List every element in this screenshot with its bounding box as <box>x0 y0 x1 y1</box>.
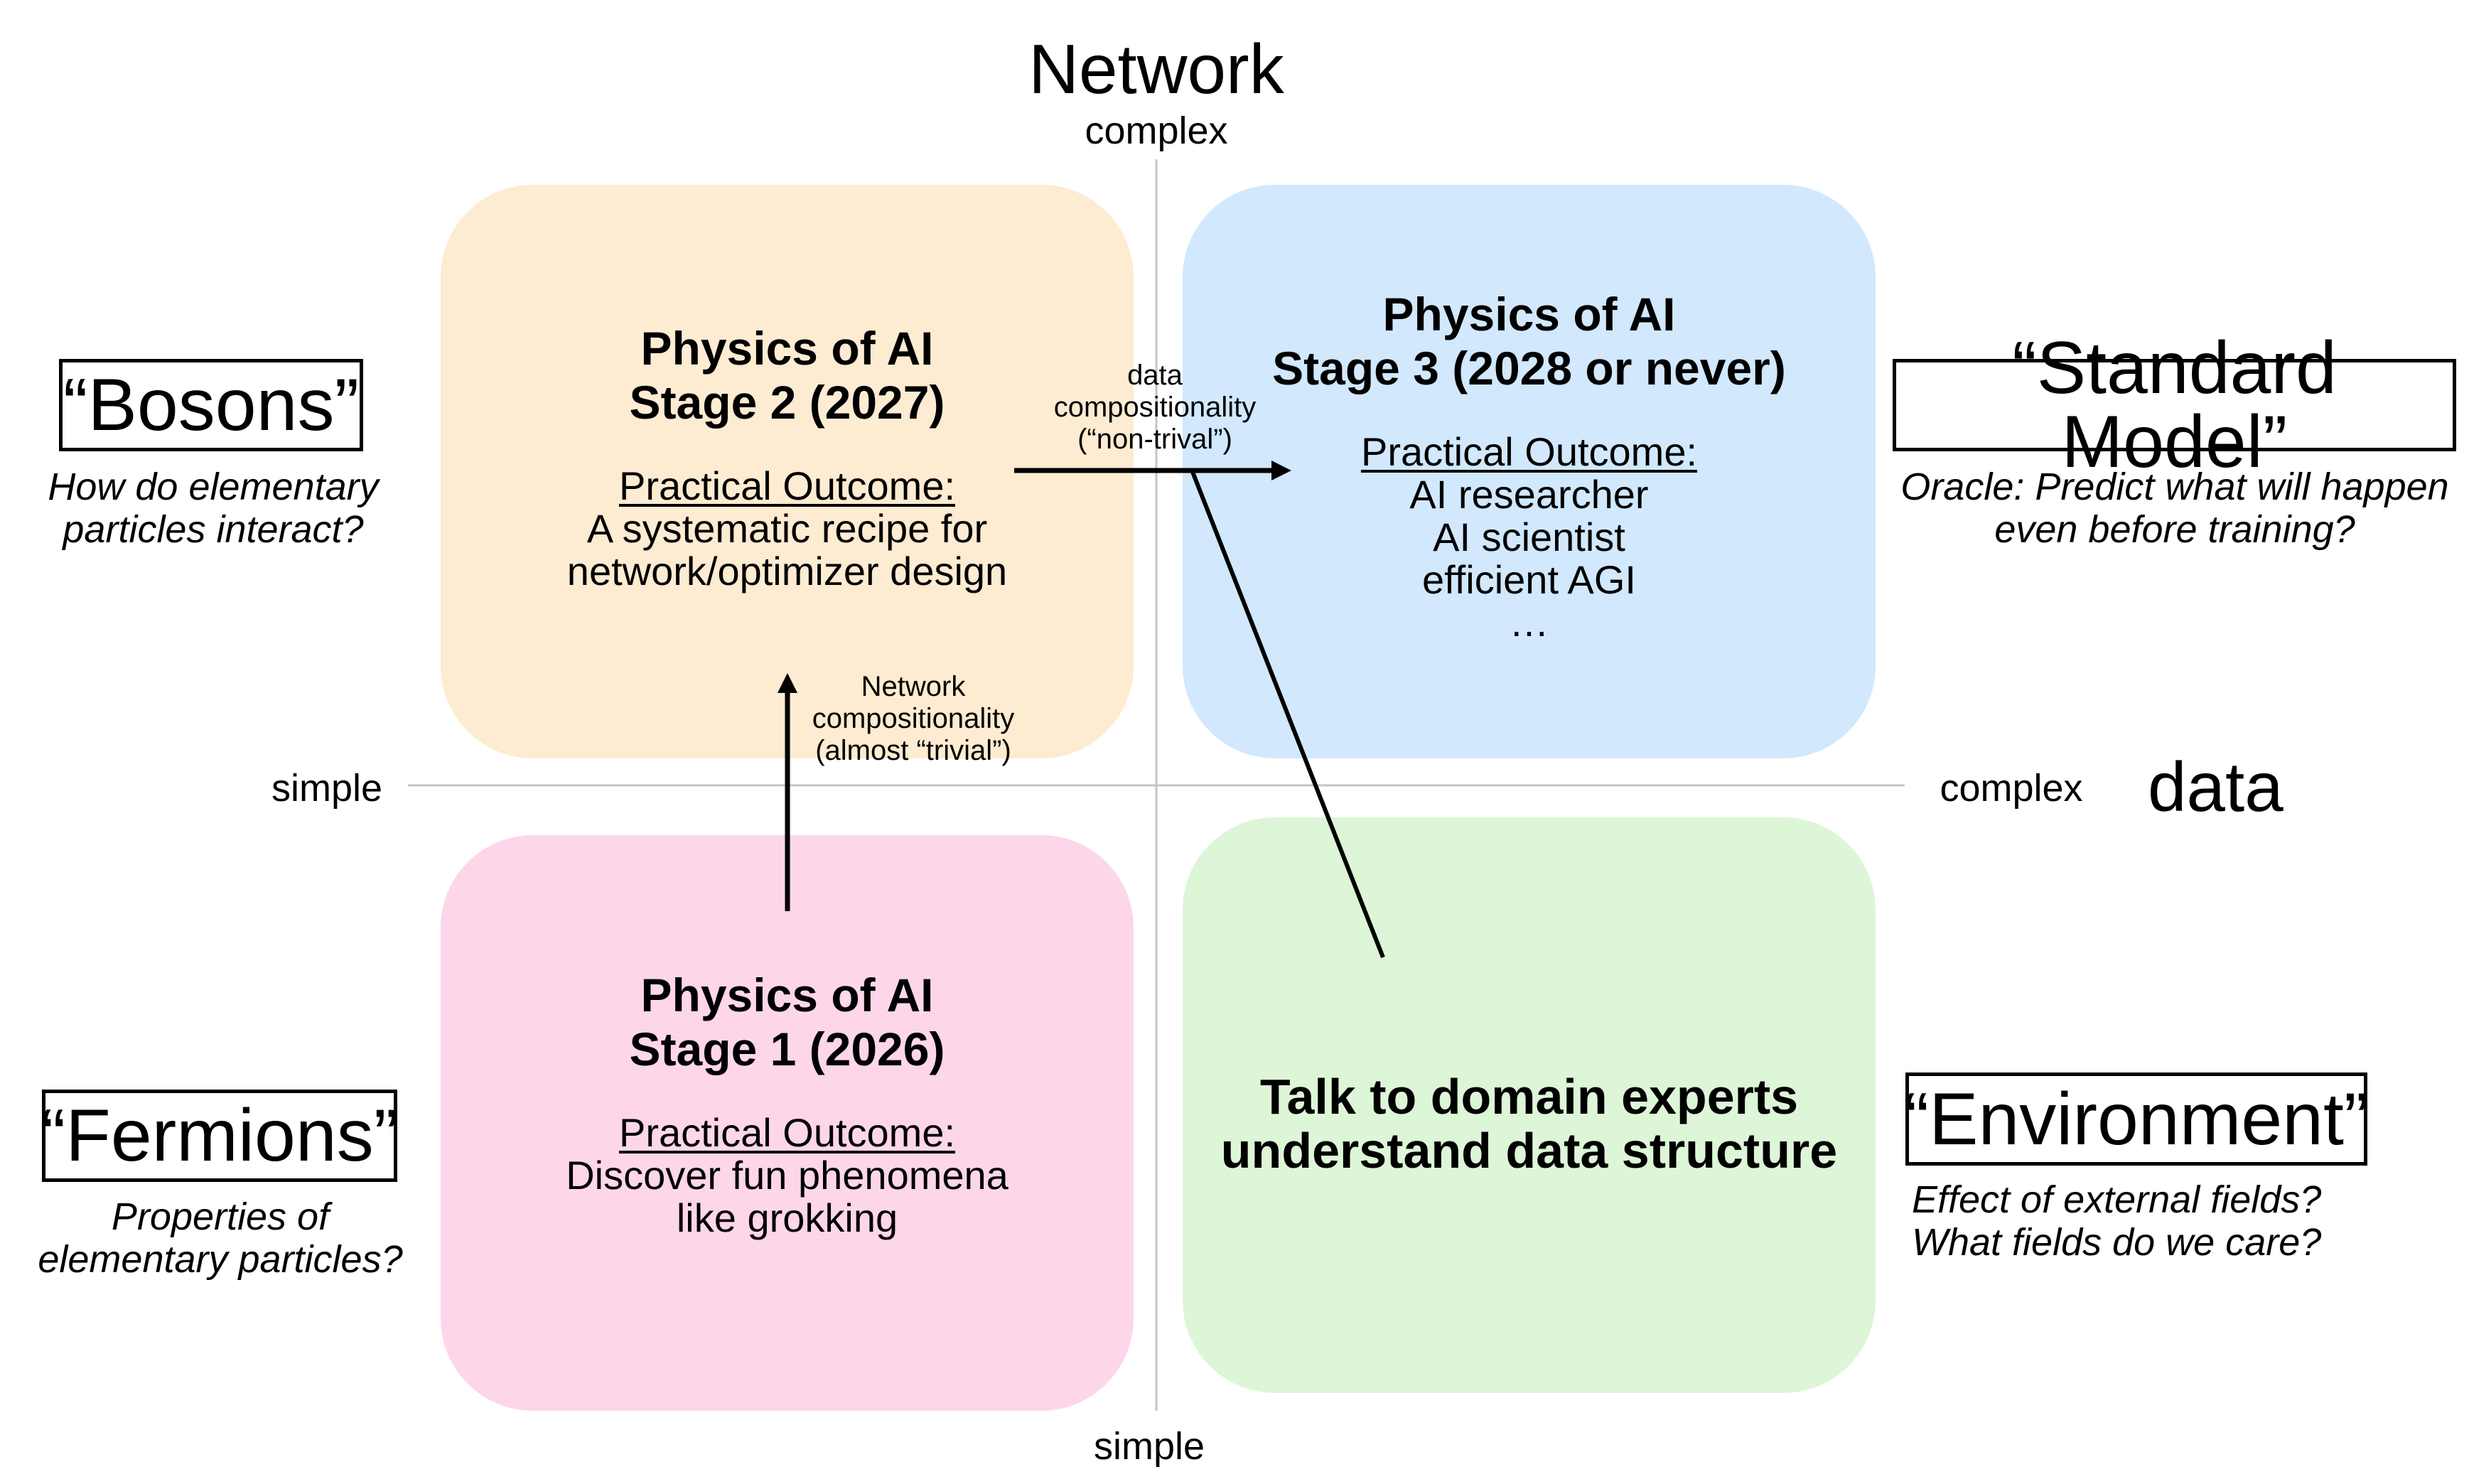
environment-question-line: What fields do we care? <box>1912 1221 2322 1264</box>
standard-model-label: “Standard Model” <box>2012 327 2337 483</box>
bosons-question-line: particles interact? <box>63 508 364 551</box>
concept-box-environment: “Environment” <box>1904 1072 2369 1166</box>
stage2-text: Physics of AI Stage 2 (2027) Practical O… <box>441 321 1134 593</box>
axis-title-network: Network <box>1028 30 1284 108</box>
standard-model-question: Oracle: Predict what will happen even be… <box>1876 466 2469 551</box>
stage2-outcome-label: Practical Outcome: <box>618 463 956 508</box>
environment-label: “Environment” <box>1904 1077 2369 1161</box>
data-compositionality-line: (“non-trival”) <box>1077 424 1232 455</box>
stage3-title-line2: Stage 3 (2028 or never) <box>1272 342 1786 394</box>
stage1-title-line1: Physics of AI <box>640 969 934 1021</box>
quadrant-domain <box>1183 817 1876 1393</box>
bosons-label: “Bosons” <box>63 364 360 446</box>
domain-title-line2: understand data structure <box>1220 1123 1838 1178</box>
axis-label-data-simple: simple <box>271 767 383 810</box>
bosons-question-line: How do elementary <box>48 466 379 508</box>
fermions-label: “Fermions” <box>41 1095 399 1177</box>
data-compositionality-line: data <box>1127 360 1183 391</box>
concept-box-standard-model: “Standard Model” <box>1893 331 2456 479</box>
network-compositionality-line: Network <box>861 671 966 702</box>
stage3-outcome-line: AI researcher <box>1409 472 1649 517</box>
fermions-question: Properties of elementary particles? <box>7 1195 434 1281</box>
stage3-outcome-label: Practical Outcome: <box>1360 429 1698 474</box>
domain-connector-line <box>1190 471 1385 959</box>
stage3-outcome-line: … <box>1509 600 1549 645</box>
bosons-question: How do elementary particles interact? <box>14 466 412 551</box>
data-compositionality-label: data compositionality (“non-trival”) <box>1031 360 1279 456</box>
stage1-title-line2: Stage 1 (2026) <box>629 1023 945 1075</box>
stage2-title-line1: Physics of AI <box>640 322 934 375</box>
quadrant-stage1 <box>441 835 1134 1411</box>
concept-box-fermions: “Fermions” <box>41 1090 399 1182</box>
network-compositionality-line: compositionality <box>812 703 1015 734</box>
fermions-question-line: elementary particles? <box>38 1238 403 1281</box>
stage3-text: Physics of AI Stage 3 (2028 or never) Pr… <box>1183 287 1876 644</box>
stage1-outcome-line: Discover fun phenomena <box>566 1153 1008 1198</box>
data-compositionality-line: compositionality <box>1053 392 1257 423</box>
stage1-outcome-label: Practical Outcome: <box>618 1110 956 1155</box>
standard-model-question-line: even before training? <box>1994 508 2355 551</box>
axis-label-network-complex: complex <box>1085 109 1228 152</box>
network-compositionality-label: Network compositionality (almost “trivia… <box>789 671 1038 767</box>
stage3-outcome-line: efficient AGI <box>1422 557 1636 602</box>
stage2-outcome-line: A systematic recipe for <box>586 506 988 551</box>
concept-box-bosons: “Bosons” <box>59 359 363 451</box>
standard-model-question-line: Oracle: Predict what will happen <box>1900 466 2449 508</box>
axis-label-network-simple: simple <box>1093 1425 1205 1468</box>
stage3-outcome-line: AI scientist <box>1433 515 1625 559</box>
network-compositionality-line: (almost “trivial”) <box>815 735 1011 766</box>
stage1-text: Physics of AI Stage 1 (2026) Practical O… <box>441 968 1134 1240</box>
domain-title-line1: Talk to domain experts <box>1259 1069 1799 1124</box>
fermions-question-line: Properties of <box>111 1195 330 1238</box>
stage2-outcome-line: network/optimizer design <box>566 549 1008 593</box>
stage1-outcome-line: like grokking <box>676 1195 898 1240</box>
domain-text: Talk to domain experts understand data s… <box>1183 1070 1876 1178</box>
data-arrow-head-icon <box>1271 461 1291 480</box>
network-arrow-head-icon <box>778 673 797 693</box>
axis-label-data-complex: complex <box>1940 767 2083 810</box>
quadrant-stage3 <box>1183 185 1876 758</box>
axis-title-data: data <box>2148 748 2284 826</box>
environment-question-line: Effect of external fields? <box>1912 1178 2322 1221</box>
stage2-title-line2: Stage 2 (2027) <box>629 376 945 429</box>
environment-question: Effect of external fields? What fields d… <box>1912 1178 2374 1264</box>
stage3-title-line1: Physics of AI <box>1382 288 1676 340</box>
